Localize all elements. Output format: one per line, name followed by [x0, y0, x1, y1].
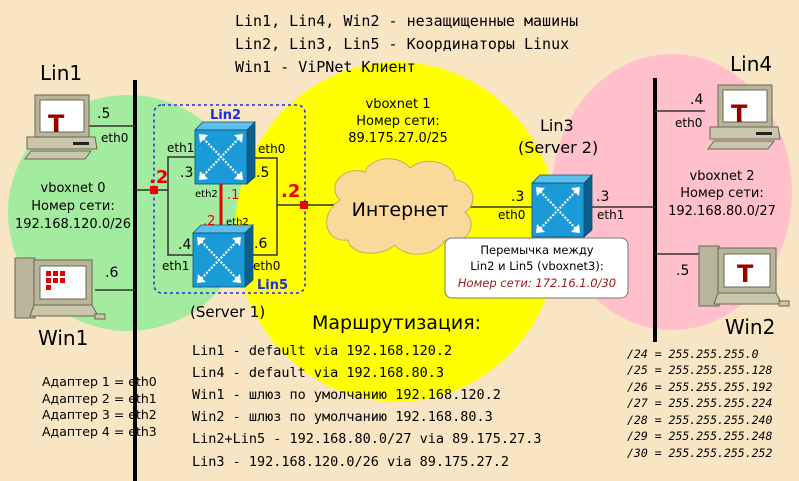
legend-line-1: Lin1, Lin4, Win2 - незащищенные машины: [235, 12, 578, 30]
lin3-router-icon[interactable]: [530, 173, 594, 239]
route-item: Lin3 - 192.168.120.0/26 via 89.175.27.2: [192, 454, 509, 470]
crossover-callout: [444, 237, 629, 299]
lin5-eth1: eth1: [162, 259, 189, 273]
lin5-router-icon[interactable]: [191, 223, 255, 289]
lin2-eth1-ip: .3: [180, 165, 193, 181]
lin2-eth2-ip: .1: [227, 188, 239, 203]
terminal-t-icon: T: [731, 100, 748, 128]
vboxnet0-name: vboxnet 0: [41, 181, 106, 196]
lin2-eth0-ip: .5: [256, 165, 269, 181]
win1-ip: .6: [105, 265, 118, 281]
vboxnet0-caption: Номер сети:: [31, 199, 114, 214]
lin5-eth2-ip: .2: [203, 214, 215, 229]
vip-right-ip: .2: [281, 181, 300, 202]
lin5-label: Lin5: [257, 278, 288, 293]
vip-left-port: [150, 186, 158, 194]
server1-label: (Server 1): [190, 303, 265, 321]
route-item: Lin1 - default via 192.168.120.2: [192, 343, 452, 359]
mask-item: /29 = 255.255.255.248: [627, 429, 772, 443]
adapter-item: Адаптер 1 = eth0: [42, 374, 157, 389]
win1-label: Win1: [38, 326, 88, 350]
internet-cloud-icon: [326, 158, 474, 255]
lin4-label: Lin4: [730, 52, 772, 76]
mask-item: /26 = 255.255.255.192: [627, 380, 772, 394]
callout-line-3: Номер сети: 172.16.1.0/30: [458, 276, 616, 290]
route-item: Win1 - шлюз по умолчанию 192.168.120.2: [192, 387, 501, 403]
server2-label: (Server 2): [518, 138, 598, 157]
lin2-eth1: eth1: [167, 141, 194, 155]
vboxnet2-address: 192.168.80.0/27: [668, 204, 776, 219]
lin3-eth0: eth0: [498, 208, 525, 222]
mask-item: /24 = 255.255.255.0: [627, 347, 759, 361]
lin4-iface: eth0: [675, 116, 702, 130]
vboxnet1-name: vboxnet 1: [366, 97, 431, 112]
win1-computer-icon[interactable]: [14, 257, 106, 320]
routing-title: Маршрутизация:: [312, 312, 481, 334]
lin2-label: Lin2: [210, 108, 241, 123]
vip-left-ip: .2: [149, 167, 168, 188]
lin3-label: Lin3: [540, 116, 574, 135]
mask-item: /30 = 255.255.255.252: [627, 446, 772, 460]
terminal-t-icon: T: [48, 110, 65, 138]
mask-item: /25 = 255.255.255.128: [627, 363, 772, 377]
vboxnet2-caption: Номер сети:: [680, 186, 763, 201]
lin1-label: Lin1: [40, 61, 82, 85]
lin2-router-icon[interactable]: [193, 120, 257, 186]
vboxnet1-address: 89.175.27.0/25: [348, 131, 448, 146]
svg-text:T: T: [737, 260, 754, 288]
lin2-eth0: eth0: [258, 142, 285, 156]
vip-right-port: [300, 201, 308, 209]
route-item: Lin4 - default via 192.168.80.3: [192, 365, 444, 381]
lin1-iface: eth0: [101, 131, 128, 145]
adapter-item: Адаптер 2 = eth1: [42, 391, 157, 406]
mask-item: /28 = 255.255.255.240: [627, 413, 772, 427]
server1-boundary: [153, 104, 306, 294]
legend-line-2: Lin2, Lin3, Lin5 - Координаторы Linux: [235, 35, 569, 53]
lin3-eth0-ip: .3: [511, 189, 524, 205]
lin5-eth1-ip: .4: [178, 237, 191, 253]
adapter-item: Адаптер 3 = eth2: [42, 407, 157, 422]
vboxnet1-caption: Номер сети:: [356, 114, 439, 129]
route-item: Lin2+Lin5 - 192.168.80.0/27 via 89.175.2…: [192, 431, 542, 447]
legend-line-3: Win1 - ViPNet Клиент: [235, 58, 416, 76]
lin4-ip: .4: [690, 92, 703, 108]
route-item: Win2 - шлюз по умолчанию 192.168.80.3: [192, 409, 493, 425]
win2-label: Win2: [725, 315, 775, 339]
win2-computer-icon[interactable]: T: [698, 245, 790, 307]
callout-line-2: Lin2 и Lin5 (vboxnet3):: [470, 259, 604, 273]
callout-line-1: Перемычка между: [480, 243, 593, 257]
lin2-eth2: eth2: [195, 189, 218, 200]
internet-label: Интернет: [352, 199, 449, 221]
adapter-item: Адаптер 4 = eth3: [42, 424, 157, 439]
vboxnet0-address: 192.168.120.0/26: [15, 217, 131, 232]
lin1-ip: .5: [97, 106, 110, 122]
lin3-eth1: eth1: [597, 208, 624, 222]
win2-ip: .5: [676, 263, 689, 279]
vboxnet2-name: vboxnet 2: [690, 169, 755, 184]
lin5-eth0-ip: .6: [254, 236, 267, 252]
lin3-eth1-ip: .3: [596, 189, 609, 205]
mask-item: /27 = 255.255.255.224: [627, 396, 772, 410]
lin5-eth2: eth2: [226, 217, 249, 228]
lin5-eth0: eth0: [253, 259, 280, 273]
